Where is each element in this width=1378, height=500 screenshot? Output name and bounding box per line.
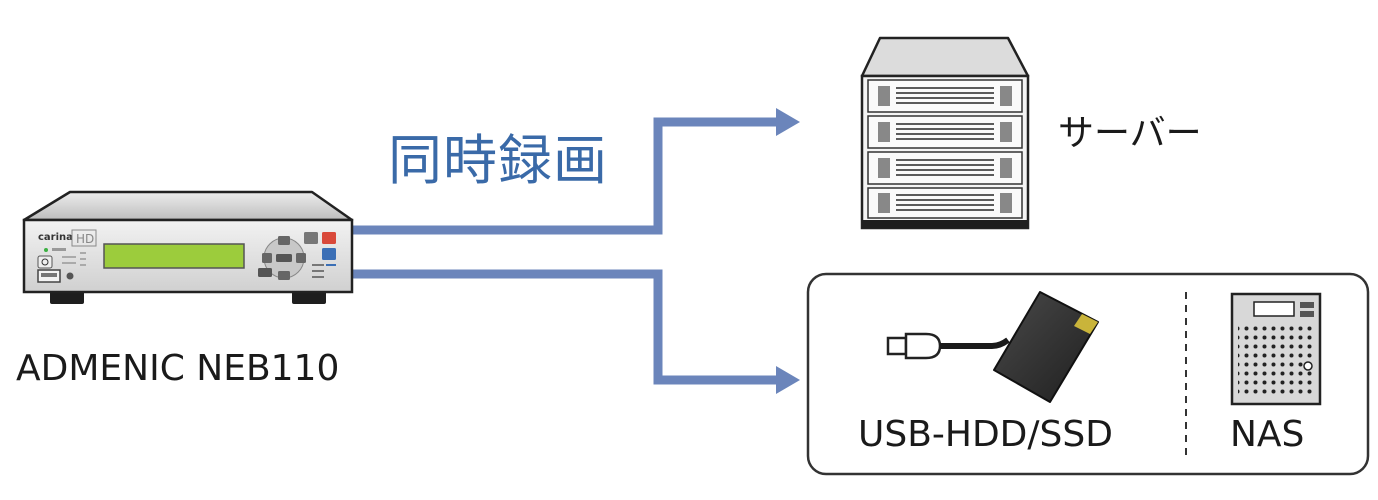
power-icon bbox=[37, 255, 53, 269]
arrowhead-server bbox=[776, 108, 800, 136]
server-icon bbox=[860, 36, 1030, 230]
record-button-icon bbox=[322, 232, 336, 244]
storage-group-box bbox=[806, 272, 1370, 476]
nas-icon bbox=[1230, 292, 1322, 406]
brand-logo: carina bbox=[38, 232, 73, 243]
network-icon bbox=[322, 248, 336, 260]
server-units bbox=[867, 79, 1023, 219]
usb-cable-icon bbox=[886, 332, 1010, 360]
server-label: サーバー bbox=[1058, 113, 1202, 154]
device-neb110: carina HD bbox=[22, 190, 354, 304]
side-indicators bbox=[312, 264, 336, 278]
nas-label: NAS bbox=[1230, 414, 1305, 455]
arrowhead-storage bbox=[776, 366, 800, 394]
stop-button-icon bbox=[304, 232, 318, 244]
arrow-to-server bbox=[352, 108, 800, 235]
hdd-icon bbox=[993, 291, 1099, 403]
device-label: ADMENIC NEB110 bbox=[16, 348, 340, 389]
hd-badge: HD bbox=[76, 232, 94, 246]
status-indicators bbox=[62, 252, 86, 266]
usb-storage-label: USB-HDD/SSD bbox=[858, 414, 1113, 455]
reset-button-icon bbox=[66, 272, 74, 280]
lcd-display bbox=[103, 243, 245, 269]
diagram-title: 同時録画 bbox=[388, 129, 608, 192]
dpad-icon bbox=[258, 236, 306, 280]
arrow-to-storage bbox=[352, 269, 800, 394]
